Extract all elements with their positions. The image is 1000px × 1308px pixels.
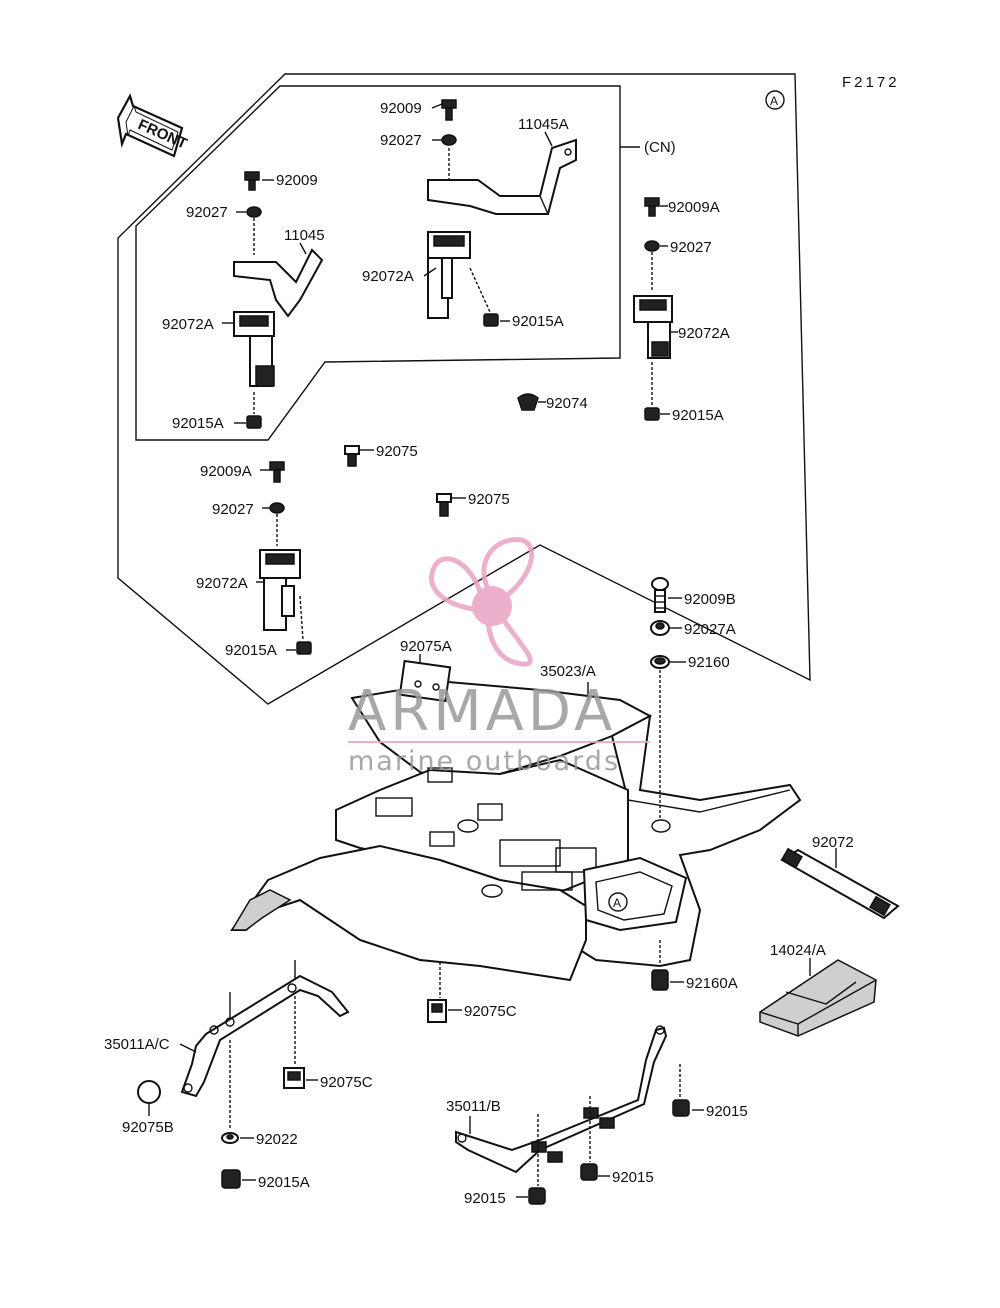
washer-92027-left (246, 206, 262, 218)
label-92072A-right: 92072A (678, 325, 730, 342)
label-92072: 92072 (812, 834, 854, 851)
variant-region-outline (117, 73, 811, 705)
label-92015A-left: 92015A (172, 415, 224, 432)
clip-92075C-left (283, 1067, 305, 1089)
label-92072A-cn: 92072A (362, 268, 414, 285)
cn-region-outline (135, 85, 621, 441)
stay-35011AC (180, 974, 350, 1098)
rivet-92075-2 (436, 493, 452, 517)
plug-92074 (517, 393, 539, 411)
front-arrow-icon: FRONT (116, 93, 189, 158)
label-92075A: 92075A (400, 638, 452, 655)
clamp-92072A-cn (427, 231, 471, 319)
nut-92015A-bottom (221, 1169, 241, 1189)
nut-92015-3 (528, 1187, 546, 1205)
label-35023A: 35023/A (540, 663, 596, 680)
label-92009A-right: 92009A (668, 199, 720, 216)
cap-92075B (137, 1080, 161, 1104)
label-92027-right: 92027 (670, 239, 712, 256)
label-92015A-mid: 92015A (225, 642, 277, 659)
washer-92027-right (644, 240, 660, 252)
clamp-92072A-mid (259, 549, 301, 631)
washer-92027A (650, 620, 670, 636)
label-92027-cn: 92027 (380, 132, 422, 149)
label-14024A: 14024/A (770, 942, 826, 959)
stay-35011B (455, 1025, 668, 1174)
label-92027A: 92027A (684, 621, 736, 638)
grommet-92160A (651, 969, 669, 991)
washer-92027-mid (269, 502, 285, 514)
bolt-92009-left (244, 171, 260, 191)
nut-92015A-mid (296, 641, 312, 655)
label-92072A-mid: 92072A (196, 575, 248, 592)
label-92075-2: 92075 (468, 491, 510, 508)
label-92075C-left: 92075C (320, 1074, 373, 1091)
strap-92072 (780, 847, 900, 920)
label-92015A-bottom: 92015A (258, 1174, 310, 1191)
propeller-logo-icon (429, 537, 535, 667)
nut-92015A-left (246, 415, 262, 429)
bolt-92009A-right (644, 197, 660, 217)
label-92009B: 92009B (684, 591, 736, 608)
armada-watermark: ARMADA marine outboards (348, 537, 650, 777)
svg-text:A: A (770, 94, 778, 108)
washer-92027-cn (441, 134, 457, 146)
watermark-tagline: marine outboards (348, 746, 620, 777)
rivet-92075-1 (344, 445, 360, 467)
label-92072A-left: 92072A (162, 316, 214, 333)
label-92022: 92022 (256, 1131, 298, 1148)
label-92015-1: 92015 (706, 1103, 748, 1120)
bracket-11045 (233, 248, 324, 318)
label-11045: 11045 (284, 227, 325, 244)
label-92015A-cn: 92015A (512, 313, 564, 330)
nut-92015-2 (580, 1163, 598, 1181)
nut-92015-1 (672, 1099, 690, 1117)
label-92074: 92074 (546, 395, 588, 412)
label-92027-mid: 92027 (212, 501, 254, 518)
fender-35023: A (230, 659, 802, 982)
label-35011AC: 35011A/C (104, 1036, 170, 1053)
label-92015A-right: 92015A (672, 407, 724, 424)
cn-label: (CN) (644, 139, 676, 156)
watermark-brand: ARMADA (348, 679, 616, 744)
label-92009-left: 92009 (276, 172, 318, 189)
label-35011B: 35011/B (446, 1098, 501, 1115)
svg-text:A: A (613, 896, 621, 910)
label-92075C-center: 92075C (464, 1003, 517, 1020)
nut-92015A-cn (483, 313, 499, 327)
nut-92015A-right (644, 407, 660, 421)
label-92075-1: 92075 (376, 443, 418, 460)
bolt-92009B (651, 577, 669, 613)
label-92075B: 92075B (122, 1119, 174, 1136)
label-92015-3: 92015 (464, 1190, 506, 1207)
pad-14024 (759, 959, 877, 1037)
label-92015-2: 92015 (612, 1169, 654, 1186)
bracket-11045A (427, 138, 577, 215)
washer-92022 (221, 1132, 239, 1144)
label-92009A-mid: 92009A (200, 463, 252, 480)
grommet-92160 (650, 655, 670, 669)
clamp-92072A-right (633, 295, 673, 359)
clamp-92072A-left (233, 311, 275, 387)
bolt-92009-cn (441, 99, 457, 121)
bolt-92009A-mid (269, 461, 285, 483)
clip-92075C-center (427, 999, 447, 1023)
label-92009-cn: 92009 (380, 100, 422, 117)
ref-a-mark: A (765, 90, 785, 110)
label-92160A: 92160A (686, 975, 738, 992)
label-11045A: 11045A (518, 116, 569, 133)
figure-code: F2172 (842, 74, 900, 91)
label-92160: 92160 (688, 654, 730, 671)
label-92027-left: 92027 (186, 204, 228, 221)
